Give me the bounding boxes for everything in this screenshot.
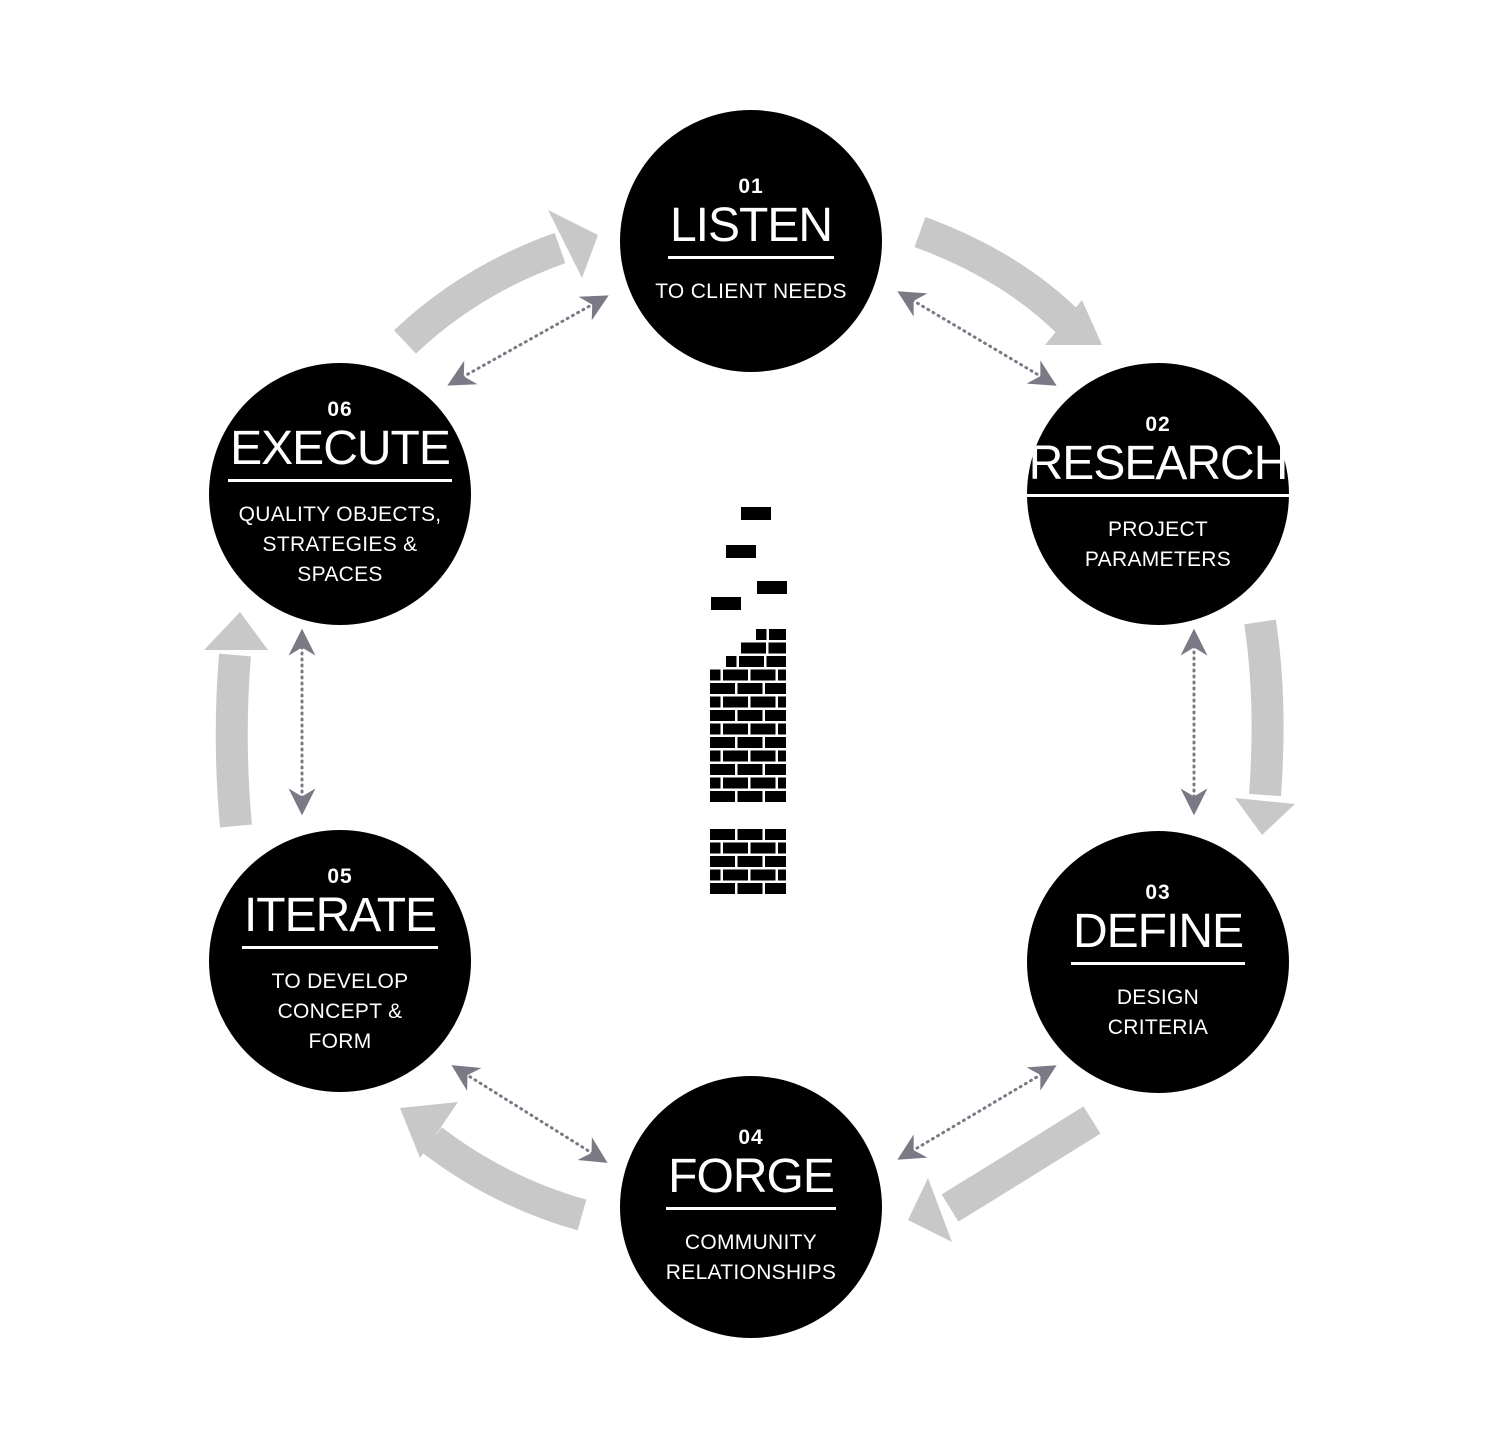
brick [710, 710, 735, 721]
brick [710, 829, 735, 840]
brick [757, 581, 787, 594]
brick [778, 669, 786, 681]
flow-arrow-iterate-execute [204, 612, 268, 828]
brick [778, 723, 786, 735]
brick [765, 883, 786, 894]
step-execute: 06 EXECUTE QUALITY OBJECTS, STRATEGIES &… [209, 363, 471, 625]
step-title: FORGE [666, 1151, 836, 1210]
step-number: 01 [738, 175, 764, 199]
step-number: 04 [738, 1126, 764, 1150]
brick [750, 723, 776, 735]
brick [768, 642, 786, 654]
brick [765, 856, 786, 867]
step-research: 02 RESEARCH PROJECT PARAMETERS [1026, 363, 1290, 625]
brick [723, 869, 748, 881]
brick [778, 750, 786, 762]
brick [778, 777, 786, 789]
brick [710, 777, 721, 789]
brick [710, 696, 721, 708]
brick [710, 856, 735, 867]
brick [723, 723, 748, 735]
brick [711, 597, 741, 610]
brick [710, 669, 721, 681]
brick [710, 869, 721, 881]
brick [778, 869, 786, 881]
flow-arrow-forge-iterate [400, 1102, 587, 1231]
brick [765, 791, 786, 802]
brick [726, 656, 737, 667]
brick [741, 507, 771, 520]
brick [726, 545, 756, 558]
step-description: TO CLIENT NEEDS [655, 279, 847, 303]
link-arrow-execute-listen [447, 295, 609, 386]
brick [710, 883, 735, 894]
link-arrow-listen-research [897, 291, 1057, 386]
brick [750, 750, 776, 762]
brick [741, 642, 766, 654]
brick [710, 764, 735, 775]
brick [710, 737, 735, 748]
step-title: ITERATE [241, 890, 439, 949]
brick [737, 683, 763, 694]
link-arrow-forge-iterate [451, 1065, 608, 1163]
brick [710, 750, 721, 762]
step-description: QUALITY OBJECTS, STRATEGIES & SPACES [238, 502, 442, 586]
brick [737, 883, 763, 894]
brick [737, 829, 763, 840]
brick [765, 764, 786, 775]
step-number: 06 [327, 398, 353, 422]
step-description: PROJECT PARAMETERS [1084, 517, 1232, 571]
brick [750, 696, 776, 708]
brick [723, 777, 748, 789]
step-title: LISTEN [667, 200, 835, 259]
brick [723, 669, 748, 681]
flow-arrow-define-forge [908, 1106, 1101, 1242]
step-number: 02 [1145, 413, 1171, 437]
brick [723, 750, 748, 762]
step-description: COMMUNITY RELATIONSHIPS [665, 1230, 837, 1284]
brick [765, 829, 786, 840]
brick [769, 629, 786, 640]
brick [750, 869, 776, 881]
step-listen: 01 LISTEN TO CLIENT NEEDS [620, 110, 882, 372]
step-title: RESEARCH [1026, 438, 1290, 497]
brick [739, 656, 764, 667]
step-title: EXECUTE [228, 423, 452, 482]
brick [750, 669, 776, 681]
brick [778, 842, 786, 854]
brick [737, 791, 763, 802]
brick [750, 842, 776, 854]
brick [710, 791, 735, 802]
step-title: DEFINE [1070, 906, 1245, 965]
brick [737, 737, 763, 748]
link-arrow-define-forge [897, 1065, 1057, 1160]
step-number: 03 [1145, 881, 1171, 905]
step-description: DESIGN CRITERIA [1107, 985, 1209, 1039]
step-description: TO DEVELOP CONCEPT & FORM [271, 969, 409, 1053]
flow-arrow-research-define [1235, 619, 1295, 835]
brick [737, 856, 763, 867]
flow-arrow-execute-listen [393, 210, 598, 354]
brick [723, 696, 748, 708]
brick [710, 842, 721, 854]
step-iterate: 05 ITERATE TO DEVELOP CONCEPT & FORM [209, 830, 471, 1092]
step-number: 05 [327, 865, 353, 889]
brick [750, 777, 776, 789]
step-define: 03 DEFINE DESIGN CRITERIA [1027, 831, 1289, 1093]
brick [723, 842, 748, 854]
step-forge: 04 FORGE COMMUNITY RELATIONSHIPS [620, 1076, 882, 1338]
brick [710, 683, 735, 694]
brick [765, 737, 786, 748]
brick [778, 696, 786, 708]
brick [765, 710, 786, 721]
brick [737, 764, 763, 775]
brick [765, 683, 786, 694]
brick [756, 629, 767, 640]
brick [710, 723, 721, 735]
brick [766, 656, 786, 667]
brick [737, 710, 763, 721]
